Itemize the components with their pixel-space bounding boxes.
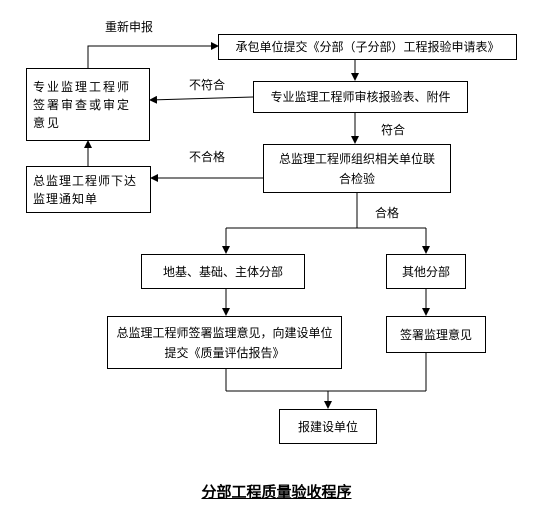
specialist-sign-text: 专业监理工程师签署审查或审定意见 (33, 79, 132, 130)
arrow-not-conform (149, 95, 254, 104)
sign-opinion-box: 签署监理意见 (386, 316, 486, 353)
label-qualified: 合格 (375, 206, 400, 220)
label-resubmit: 重新申报 (105, 20, 154, 34)
submit-application-box: 承包单位提交《分部（子分部）工程报验申请表》 (218, 34, 517, 60)
arrow-resubmit (87, 42, 219, 68)
report-box: 报建设单位 (279, 409, 377, 444)
label-conform: 符合 (381, 123, 406, 137)
review-text: 专业监理工程师审核报验表、附件 (270, 90, 451, 104)
label-not-conform: 不符合 (189, 78, 226, 92)
page-title-text: 分部工程质量验收程序 (201, 483, 352, 501)
chief-organize-box: 总监理工程师组织相关单位联合检验 (263, 144, 451, 193)
specialist-sign-box: 专业监理工程师签署审查或审定意见 (26, 68, 150, 141)
foundation-text: 地基、基础、主体分部 (162, 264, 283, 279)
page-title: 分部工程质量验收程序 (0, 481, 553, 502)
chief-sign-text: 总监理工程师签署监理意见，向建设单位提交《质量评估报告》 (116, 325, 333, 360)
chief-sign-box: 总监理工程师签署监理意见，向建设单位提交《质量评估报告》 (107, 316, 342, 369)
chief-notice-box: 总监理工程师下达监理通知单 (26, 166, 151, 213)
submit-application-text: 承包单位提交《分部（子分部）工程报验申请表》 (235, 40, 500, 54)
other-division-text: 其他分部 (401, 264, 450, 279)
review-box: 专业监理工程师审核报验表、附件 (253, 81, 468, 113)
sign-opinion-text: 签署监理意见 (399, 327, 472, 342)
foundation-box: 地基、基础、主体分部 (141, 254, 305, 289)
chief-notice-text: 总监理工程师下达监理通知单 (33, 173, 138, 206)
report-text: 报建设单位 (297, 419, 358, 434)
chief-organize-text: 总监理工程师组织相关单位联合检验 (278, 151, 435, 186)
label-unqualified: 不合格 (189, 150, 226, 164)
other-division-box: 其他分部 (386, 254, 466, 289)
